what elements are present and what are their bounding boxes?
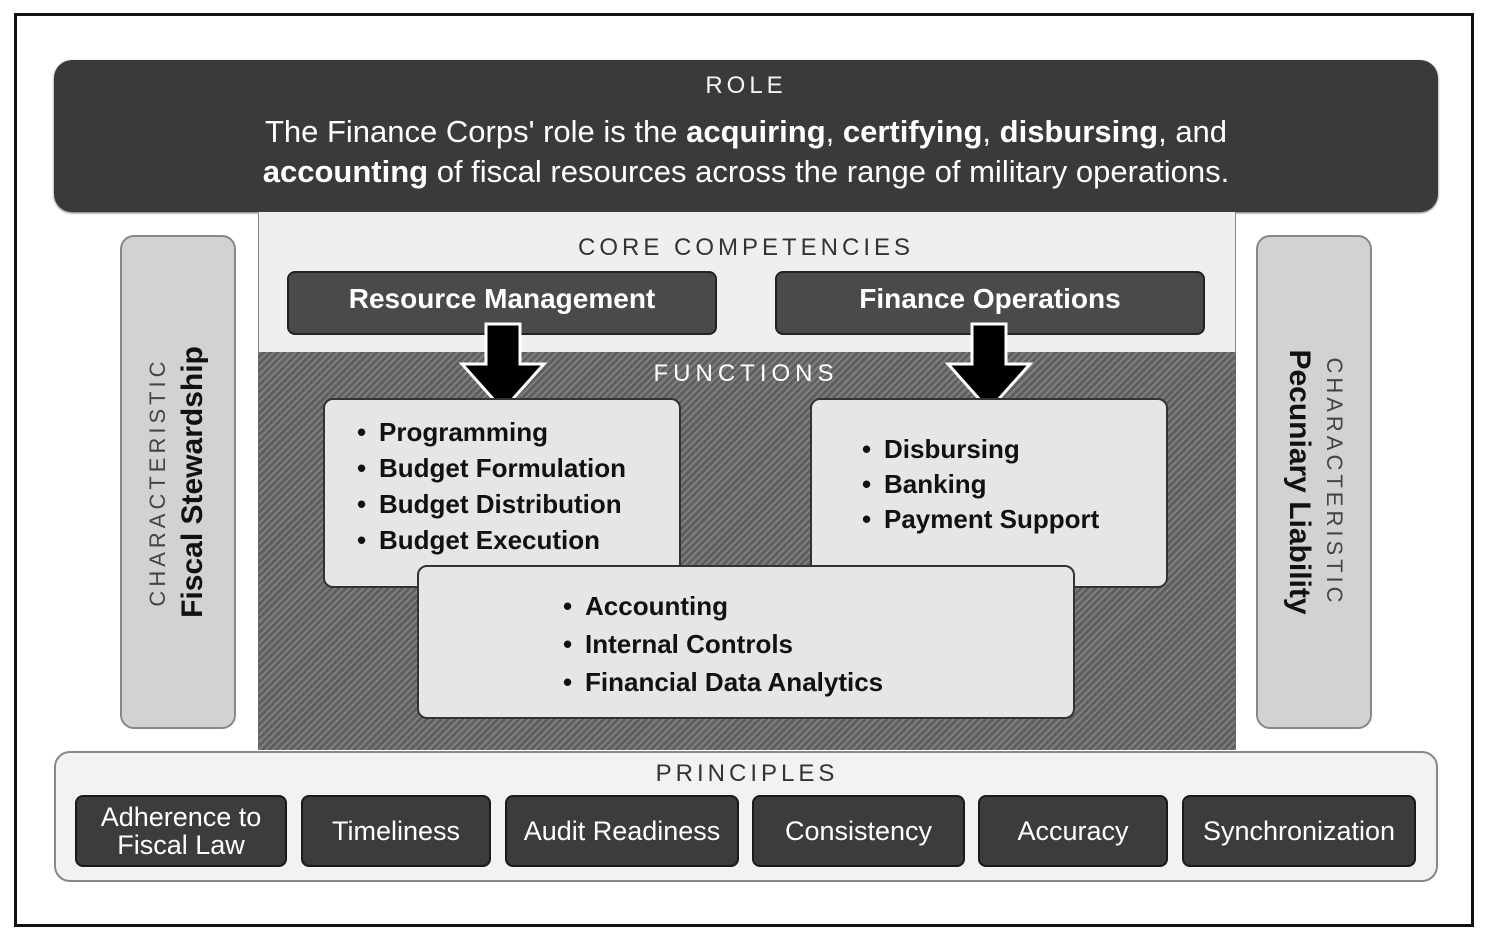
- functions-shared-box: • Accounting • Internal Controls • Financia…: [417, 565, 1075, 719]
- list-item: • Internal Controls: [563, 625, 1073, 663]
- list-item: • Payment Support: [862, 502, 1166, 537]
- function-label: Internal Controls: [585, 629, 794, 659]
- down-arrow-icon: [944, 322, 1034, 413]
- role-bold-acquiring: acquiring: [686, 114, 826, 149]
- function-label: Disbursing: [884, 434, 1020, 464]
- bullet: •: [563, 667, 573, 697]
- role-bold-disbursing: disbursing: [999, 114, 1159, 149]
- competency-finance-operations: Finance Operations: [775, 271, 1205, 335]
- characteristic-value: Pecuniary Liability: [1283, 349, 1316, 615]
- list-item: • Banking: [862, 467, 1166, 502]
- function-label: Budget Formulation: [379, 453, 626, 483]
- principle-synchronization: Synchronization: [1182, 795, 1416, 867]
- down-arrow-icon: [458, 322, 548, 413]
- role-sep: ,: [825, 114, 843, 149]
- principles-heading: PRINCIPLES: [655, 760, 839, 787]
- list-item: • Budget Execution: [357, 522, 679, 558]
- role-banner: ROLE The Finance Corps' role is the acqu…: [54, 60, 1438, 212]
- bullet: •: [862, 434, 872, 464]
- function-label: Programming: [379, 417, 549, 447]
- principle-adherence-to-fiscal-law: Adherence to Fiscal Law: [75, 795, 287, 867]
- function-label: Accounting: [585, 591, 728, 621]
- list-item: • Budget Formulation: [357, 450, 679, 486]
- bullet: •: [563, 629, 573, 659]
- role-statement: The Finance Corps' role is the acquiring…: [54, 112, 1438, 192]
- core-competencies-heading: CORE COMPETENCIES: [577, 234, 915, 261]
- principle-accuracy: Accuracy: [978, 795, 1168, 867]
- role-text: , and: [1158, 114, 1228, 149]
- characteristic-label: CHARACTERISTIC: [1322, 357, 1347, 607]
- characteristic-label: CHARACTERISTIC: [145, 357, 170, 607]
- principle-audit-readiness: Audit Readiness: [505, 795, 739, 867]
- role-heading: ROLE: [705, 72, 787, 99]
- functions-resource-management-box: • Programming • Budget Formulation • Budget…: [323, 398, 681, 588]
- function-label: Financial Data Analytics: [585, 667, 884, 697]
- list-item: • Accounting: [563, 587, 1073, 625]
- list-item: • Financial Data Analytics: [563, 663, 1073, 701]
- list-item: • Disbursing: [862, 432, 1166, 467]
- role-text: The Finance Corps' role is the: [264, 114, 687, 149]
- list-item: • Programming: [357, 414, 679, 450]
- function-label: Payment Support: [884, 504, 1100, 534]
- characteristic-value: Fiscal Stewardship: [176, 346, 209, 618]
- functions-finance-operations-box: • Disbursing • Banking • Payment Support: [810, 398, 1168, 588]
- role-text: of fiscal resources across the range of …: [428, 154, 1230, 189]
- principle-timeliness: Timeliness: [301, 795, 491, 867]
- bullet: •: [862, 504, 872, 534]
- characteristic-left: CHARACTERISTIC Fiscal Stewardship: [120, 235, 236, 729]
- functions-heading: FUNCTIONS: [653, 360, 839, 387]
- list-item: • Budget Distribution: [357, 486, 679, 522]
- role-sep: ,: [982, 114, 1000, 149]
- bullet: •: [357, 417, 367, 447]
- role-bold-accounting: accounting: [262, 154, 429, 189]
- function-label: Budget Distribution: [379, 489, 622, 519]
- role-bold-certifying: certifying: [842, 114, 983, 149]
- bullet: •: [862, 469, 872, 499]
- bullet: •: [563, 591, 573, 621]
- bullet: •: [357, 489, 367, 519]
- function-label: Banking: [884, 469, 987, 499]
- principle-consistency: Consistency: [752, 795, 965, 867]
- function-label: Budget Execution: [379, 525, 601, 555]
- characteristic-right: CHARACTERISTIC Pecuniary Liability: [1256, 235, 1372, 729]
- bullet: •: [357, 453, 367, 483]
- bullet: •: [357, 525, 367, 555]
